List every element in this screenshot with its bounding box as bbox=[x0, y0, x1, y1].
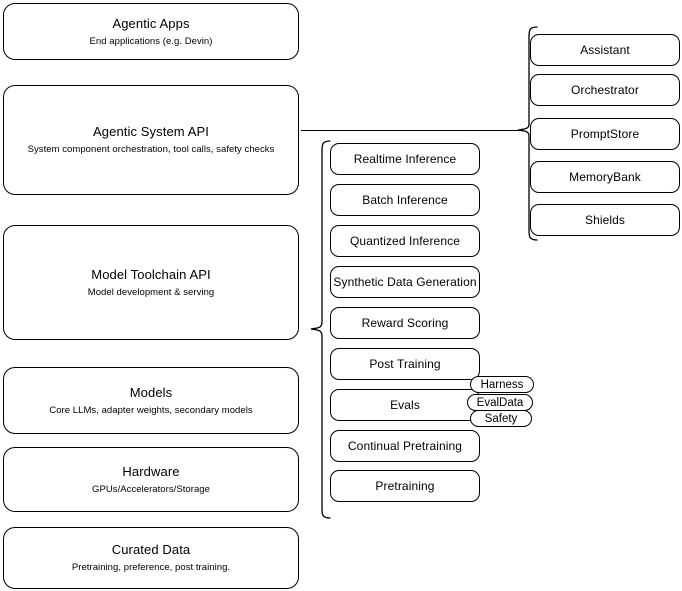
layer-subtitle: Core LLMs, adapter weights, secondary mo… bbox=[49, 404, 253, 416]
pill-label: Harness bbox=[480, 378, 524, 391]
layer-subtitle: GPUs/Accelerators/Storage bbox=[92, 483, 210, 495]
pill-harness[interactable]: Harness bbox=[470, 376, 534, 393]
chip-label: Realtime Inference bbox=[353, 151, 457, 166]
chip-synthetic-data-generation[interactable]: Synthetic Data Generation bbox=[330, 266, 480, 298]
pill-label: Safety bbox=[484, 412, 518, 425]
chip-continual-pretraining[interactable]: Continual Pretraining bbox=[330, 430, 480, 462]
layer-curated-data[interactable]: Curated Data Pretraining, preference, po… bbox=[3, 527, 299, 589]
chip-label: Post Training bbox=[369, 356, 441, 371]
chip-realtime-inference[interactable]: Realtime Inference bbox=[330, 143, 480, 175]
layer-models[interactable]: Models Core LLMs, adapter weights, secon… bbox=[3, 367, 299, 434]
pill-label: EvalData bbox=[476, 396, 524, 409]
chip-pretraining[interactable]: Pretraining bbox=[330, 470, 480, 502]
chip-label: Pretraining bbox=[375, 478, 435, 493]
layer-subtitle: End applications (e.g. Devin) bbox=[89, 35, 213, 47]
chip-label: Evals bbox=[390, 397, 420, 412]
layer-agentic-system-api[interactable]: Agentic System API System component orch… bbox=[3, 85, 299, 195]
brace-toolchain bbox=[310, 140, 331, 519]
chip-label: Quantized Inference bbox=[350, 233, 460, 248]
chip-post-training[interactable]: Post Training bbox=[330, 348, 480, 380]
chip-batch-inference[interactable]: Batch Inference bbox=[330, 184, 480, 216]
chip-label: Orchestrator bbox=[571, 82, 639, 97]
layer-title: Curated Data bbox=[111, 542, 191, 557]
chip-assistant[interactable]: Assistant bbox=[530, 34, 680, 66]
layer-title: Models bbox=[129, 384, 173, 400]
chip-memorybank[interactable]: MemoryBank bbox=[530, 161, 680, 193]
layer-subtitle: Model development & serving bbox=[87, 286, 215, 298]
chip-shields[interactable]: Shields bbox=[530, 204, 680, 236]
connector-line-system-api-to-components bbox=[301, 130, 523, 132]
layer-subtitle: System component orchestration, tool cal… bbox=[27, 144, 275, 155]
chip-label: Shields bbox=[584, 212, 626, 227]
chip-label: Reward Scoring bbox=[361, 315, 449, 330]
pill-safety[interactable]: Safety bbox=[470, 410, 532, 427]
chip-label: Assistant bbox=[580, 42, 630, 57]
layer-title: Agentic System API bbox=[93, 124, 209, 139]
chip-orchestrator[interactable]: Orchestrator bbox=[530, 74, 680, 106]
layer-subtitle: Pretraining, preference, post training. bbox=[71, 562, 231, 573]
chip-quantized-inference[interactable]: Quantized Inference bbox=[330, 225, 480, 257]
layer-agentic-apps[interactable]: Agentic Apps End applications (e.g. Devi… bbox=[3, 3, 299, 60]
chip-label: MemoryBank bbox=[569, 169, 641, 184]
layer-title: Model Toolchain API bbox=[91, 266, 211, 282]
chip-reward-scoring[interactable]: Reward Scoring bbox=[330, 307, 480, 339]
layer-model-toolchain-api[interactable]: Model Toolchain API Model development & … bbox=[3, 225, 299, 340]
chip-promptstore[interactable]: PromptStore bbox=[530, 118, 680, 150]
chip-label: Synthetic Data Generation bbox=[333, 274, 477, 289]
chip-label: Continual Pretraining bbox=[347, 438, 463, 453]
chip-label: PromptStore bbox=[570, 126, 640, 141]
layer-title: Agentic Apps bbox=[112, 15, 190, 31]
layer-hardware[interactable]: Hardware GPUs/Accelerators/Storage bbox=[3, 447, 299, 512]
pill-evaldata[interactable]: EvalData bbox=[467, 394, 533, 411]
layer-title: Hardware bbox=[122, 463, 180, 479]
chip-evals[interactable]: Evals bbox=[330, 389, 480, 421]
chip-label: Batch Inference bbox=[362, 192, 448, 207]
